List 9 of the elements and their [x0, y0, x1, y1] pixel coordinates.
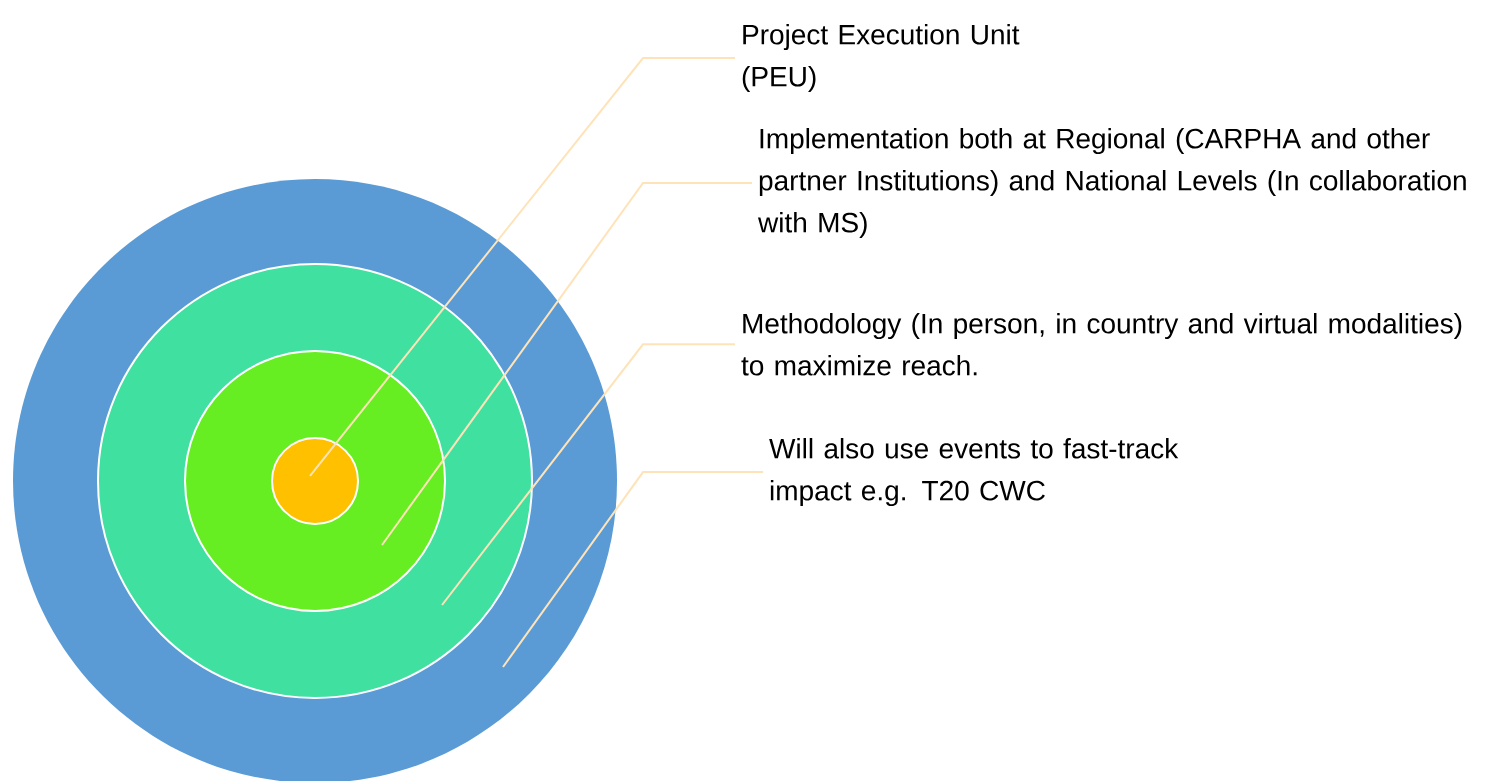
leader-line — [441, 343, 736, 606]
leader-line — [502, 471, 764, 668]
bullseye-circle — [271, 437, 359, 525]
leader-line — [309, 57, 736, 477]
callout-text: Will also use events to fast-track impact e.g. T20 CWC — [769, 438, 1179, 507]
leader-line — [381, 182, 753, 546]
callout-text: Project Execution Unit (PEU) — [742, 24, 1020, 93]
callout-text: Methodology (In person, in country and virtual modalities) to maximize reach. — [741, 313, 1462, 376]
callout-text: Implementation both at Regional (CARPHA and other partner Institutions) and National Levels (In collaboration with MS) — [758, 128, 1466, 239]
